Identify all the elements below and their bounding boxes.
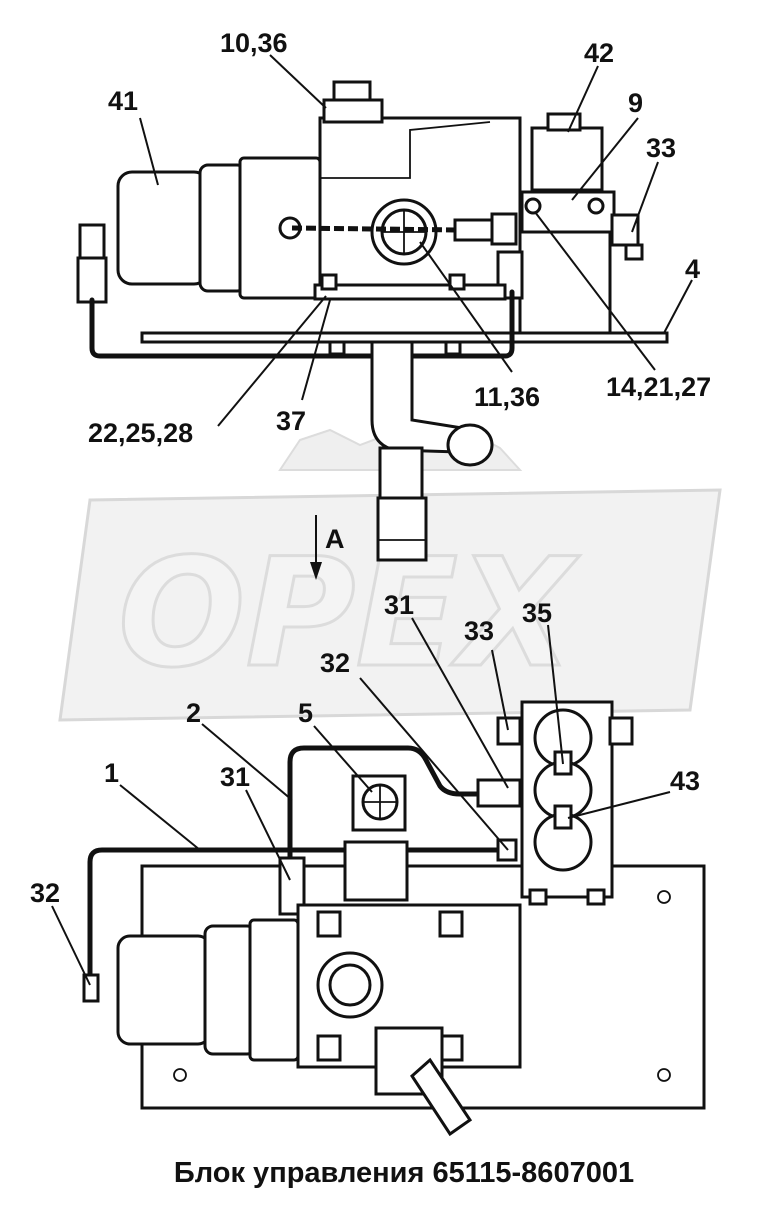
label-9: 9 (628, 88, 643, 118)
bolt (524, 197, 542, 215)
pipe-2 (287, 745, 481, 861)
fitting (453, 218, 495, 242)
left-fitting (78, 223, 106, 261)
view-label: A (325, 524, 345, 554)
stem (291, 225, 461, 233)
label-22-25-28: 22,25,28 (88, 418, 193, 448)
bottom-view (82, 700, 706, 1137)
label-32-mid: 32 (320, 648, 350, 678)
bottom-cylinder (116, 934, 212, 1046)
vertical-pipe (378, 446, 424, 502)
label-5: 5 (298, 698, 313, 728)
label-2: 2 (186, 698, 201, 728)
bolt (587, 197, 605, 215)
label-41: 41 (108, 86, 138, 116)
pipe-sleeve (376, 496, 428, 562)
drawing-title: Блок управления 65115-8607001 (174, 1157, 634, 1189)
cylinder-ring (198, 163, 247, 293)
pipe-1 (87, 847, 503, 988)
tee-fitting (343, 840, 409, 902)
watermark: OPEX (58, 428, 722, 722)
cylinder (116, 170, 210, 286)
nut (328, 340, 346, 356)
bolt-head (320, 273, 338, 291)
bracket (518, 213, 612, 335)
top-pipe (89, 289, 515, 359)
bottom-flange (313, 283, 507, 301)
connector (610, 213, 640, 247)
label-1: 1 (104, 758, 119, 788)
top-view (76, 80, 669, 562)
label-14-21-27: 14,21,27 (606, 372, 711, 402)
plug-nut (322, 98, 384, 124)
bolt-head (448, 273, 466, 291)
label-37: 37 (276, 406, 306, 436)
label-31-left: 31 (220, 762, 250, 792)
part-labels: 10,36 41 42 9 33 4 14,21,27 11,36 37 22,… (30, 28, 711, 908)
outlet-pipe (410, 1057, 473, 1137)
connector-plug (624, 243, 644, 261)
label-43: 43 (670, 766, 700, 796)
label-35: 35 (522, 598, 552, 628)
solenoid (530, 126, 604, 192)
label-31-right: 31 (384, 590, 414, 620)
label-42: 42 (584, 38, 614, 68)
side-bolt (608, 716, 634, 746)
label-10-36: 10,36 (220, 28, 288, 58)
label-33-right: 33 (464, 616, 494, 646)
view-arrow: A (310, 515, 345, 580)
leader-lines (51, 54, 693, 986)
fitting-nut (490, 212, 518, 246)
elbow-end (446, 423, 494, 467)
label-4: 4 (685, 254, 700, 284)
nut (444, 340, 462, 356)
pipe-2-fitting (476, 778, 522, 808)
label-32-left: 32 (30, 878, 60, 908)
solenoid-cap (546, 112, 582, 132)
label-33-top: 33 (646, 133, 676, 163)
label-11-36: 11,36 (474, 382, 540, 412)
left-fitting-nut (76, 256, 108, 304)
housing-edge (320, 121, 491, 179)
watermark-text: OPEX (118, 527, 580, 701)
side-bolt (496, 716, 522, 746)
